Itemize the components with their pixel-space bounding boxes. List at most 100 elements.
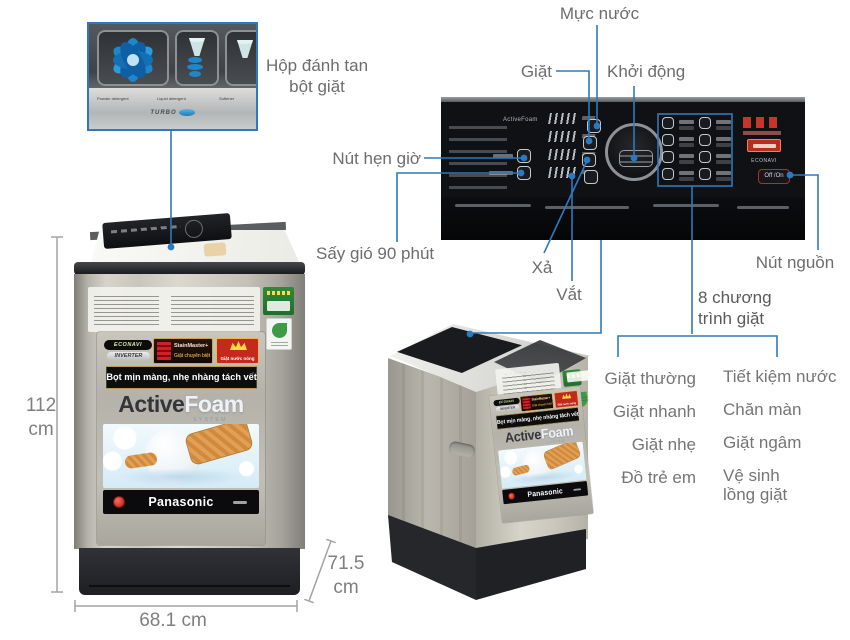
stainmaster-icon (157, 342, 171, 360)
callout-wash: Giặt (520, 62, 552, 81)
timer-label-bar (493, 154, 513, 158)
stainmaster-badge: StainMaster+ Giặt chuyên biệt (519, 392, 554, 412)
fabric-swatch (183, 424, 255, 467)
agitator-flower-icon (113, 38, 153, 82)
front-machine-softener-cup (203, 242, 227, 257)
water-level-button (587, 119, 601, 133)
activefoam-title-foam: Foam (540, 422, 574, 442)
sticker-banner: Bọt mịn màng, nhẹ nhàng tách vết bẩn (106, 366, 257, 389)
energy-rating-label (263, 287, 294, 315)
liquid-detergent-label: Liquid detergent (157, 96, 186, 101)
hot-wash-badge: Giặt nước nóng (216, 338, 259, 364)
stainmaster-title: StainMaster+ (174, 343, 209, 349)
program-button-3 (662, 151, 694, 163)
start-dial (605, 123, 663, 181)
panel-feature-text-block (449, 117, 507, 189)
rinse-leds (548, 149, 578, 160)
turbo-logo: TURBO (89, 109, 256, 116)
panel-econavi-label: ECONAVI (751, 158, 777, 164)
callout-detergent-line1: Hộp đánh tan (265, 56, 369, 75)
stainmaster-subtitle: Giặt chuyên biệt (174, 353, 211, 359)
callout-air-dry: Sấy gió 90 phút (316, 244, 435, 263)
gloss-streak (455, 204, 531, 207)
wash-button (583, 136, 597, 150)
activefoam-title-foam: Foam (184, 391, 244, 417)
program-item: Giặt ngâm (723, 433, 802, 452)
program-item: Giặt nhẹ (631, 435, 696, 454)
brand-strip: Panasonic (103, 490, 259, 514)
program-button-5 (699, 117, 731, 129)
program-button-8 (699, 168, 731, 180)
eco-certificate-label (266, 318, 292, 350)
wash-leds (548, 131, 578, 142)
program-button-4 (662, 168, 694, 180)
inverter-badge: INVERTER (495, 404, 520, 413)
callout-power: Nút nguồn (755, 253, 835, 272)
program-item: Giặt nhanh (612, 402, 696, 421)
special-feature-text-bar (743, 131, 781, 135)
panel-activefoam-logo: ActiveFoam (503, 117, 538, 123)
activefoam-title-active: Active (118, 391, 185, 417)
spin-button (584, 170, 598, 184)
gloss-streak (545, 206, 629, 209)
height-value: 112 (25, 395, 57, 416)
brand-red-seal (113, 496, 125, 508)
program-item: Chăn màn (723, 400, 802, 419)
drain-button (582, 153, 596, 167)
width-dimension-label: 68.1 cm (139, 610, 207, 631)
callout-start: Khởi động (607, 62, 686, 81)
height-dimension-label: 112 cm (20, 394, 62, 442)
dispenser-compartment-powder (97, 30, 169, 86)
program-list-right: Tiết kiệm nước Chăn màn Giặt ngâm Vệ sin… (723, 367, 850, 518)
panel-top-edge (441, 97, 805, 102)
program-item: Vệ sinh lồng giặt (723, 466, 788, 504)
program-item: Tiết kiệm nước (723, 367, 837, 386)
front-machine-rim (74, 262, 305, 275)
front-machine-sticker: ECONAVI INVERTER StainMaster+ Giặt chuyê… (97, 332, 265, 545)
water-level-leds (548, 113, 578, 124)
foam-illustration (103, 424, 259, 488)
callout-programs-header: 8 chương trình giặt (698, 287, 788, 329)
dispenser-compartments (89, 24, 256, 92)
air-dry-button (517, 166, 531, 180)
control-panel-photo: ActiveFoam ECONAVI Off /On (441, 97, 805, 240)
water-splash (117, 468, 245, 486)
depth-dimension-label: 71.5 cm (320, 552, 372, 600)
depth-unit: cm (333, 577, 359, 598)
callout-drain: Xả (531, 258, 553, 277)
programs-bracket (617, 335, 778, 357)
liquid-funnel-icon (189, 38, 205, 56)
program-list-left: Giặt thường Giặt nhanh Giặt nhẹ Đồ trẻ e… (570, 369, 696, 501)
activefoam-title-active: Active (504, 426, 542, 446)
liquid-sprig-icon (187, 57, 203, 77)
activefoam-system-label: SYSTEM (193, 417, 228, 423)
special-feature-icons (743, 117, 781, 128)
dispenser-compartment-liquid (175, 30, 219, 86)
callout-timer: Nút hẹn giờ (332, 149, 421, 168)
callout-programs-line2: trình giặt (698, 309, 765, 328)
program-button-2 (662, 134, 694, 146)
program-item: Đồ trẻ em (621, 468, 696, 487)
start-button (619, 150, 653, 167)
hot-wash-panel-badge (747, 139, 781, 152)
turbo-logo-text: TURBO (150, 110, 177, 117)
power-button: Off /On (758, 169, 790, 184)
program-item: Giặt thường (604, 369, 696, 388)
spin-leds (548, 167, 578, 178)
detergent-dispenser-photo: Powder detergent Liquid detergent Soften… (87, 22, 258, 131)
dispenser-front-strip: Powder detergent Liquid detergent Soften… (89, 88, 256, 129)
hot-wash-label: Giặt nước nóng (220, 356, 255, 361)
callout-programs-line1: 8 chương (698, 288, 772, 307)
callout-water-level: Mực nước (559, 4, 640, 23)
stainmaster-icon (522, 397, 531, 410)
height-unit: cm (28, 419, 54, 440)
stainmaster-title: StainMaster+ (531, 396, 551, 402)
turbo-oval-icon (178, 109, 195, 116)
front-machine-spec-sticker (88, 287, 260, 332)
stainmaster-badge: StainMaster+ Giặt chuyên biệt (153, 338, 213, 364)
dispenser-compartment-softener (225, 30, 256, 86)
softener-label: Softener (219, 96, 235, 101)
program-button-6 (699, 134, 731, 146)
program-button-1 (662, 117, 694, 129)
depth-value: 71.5 (327, 553, 365, 574)
